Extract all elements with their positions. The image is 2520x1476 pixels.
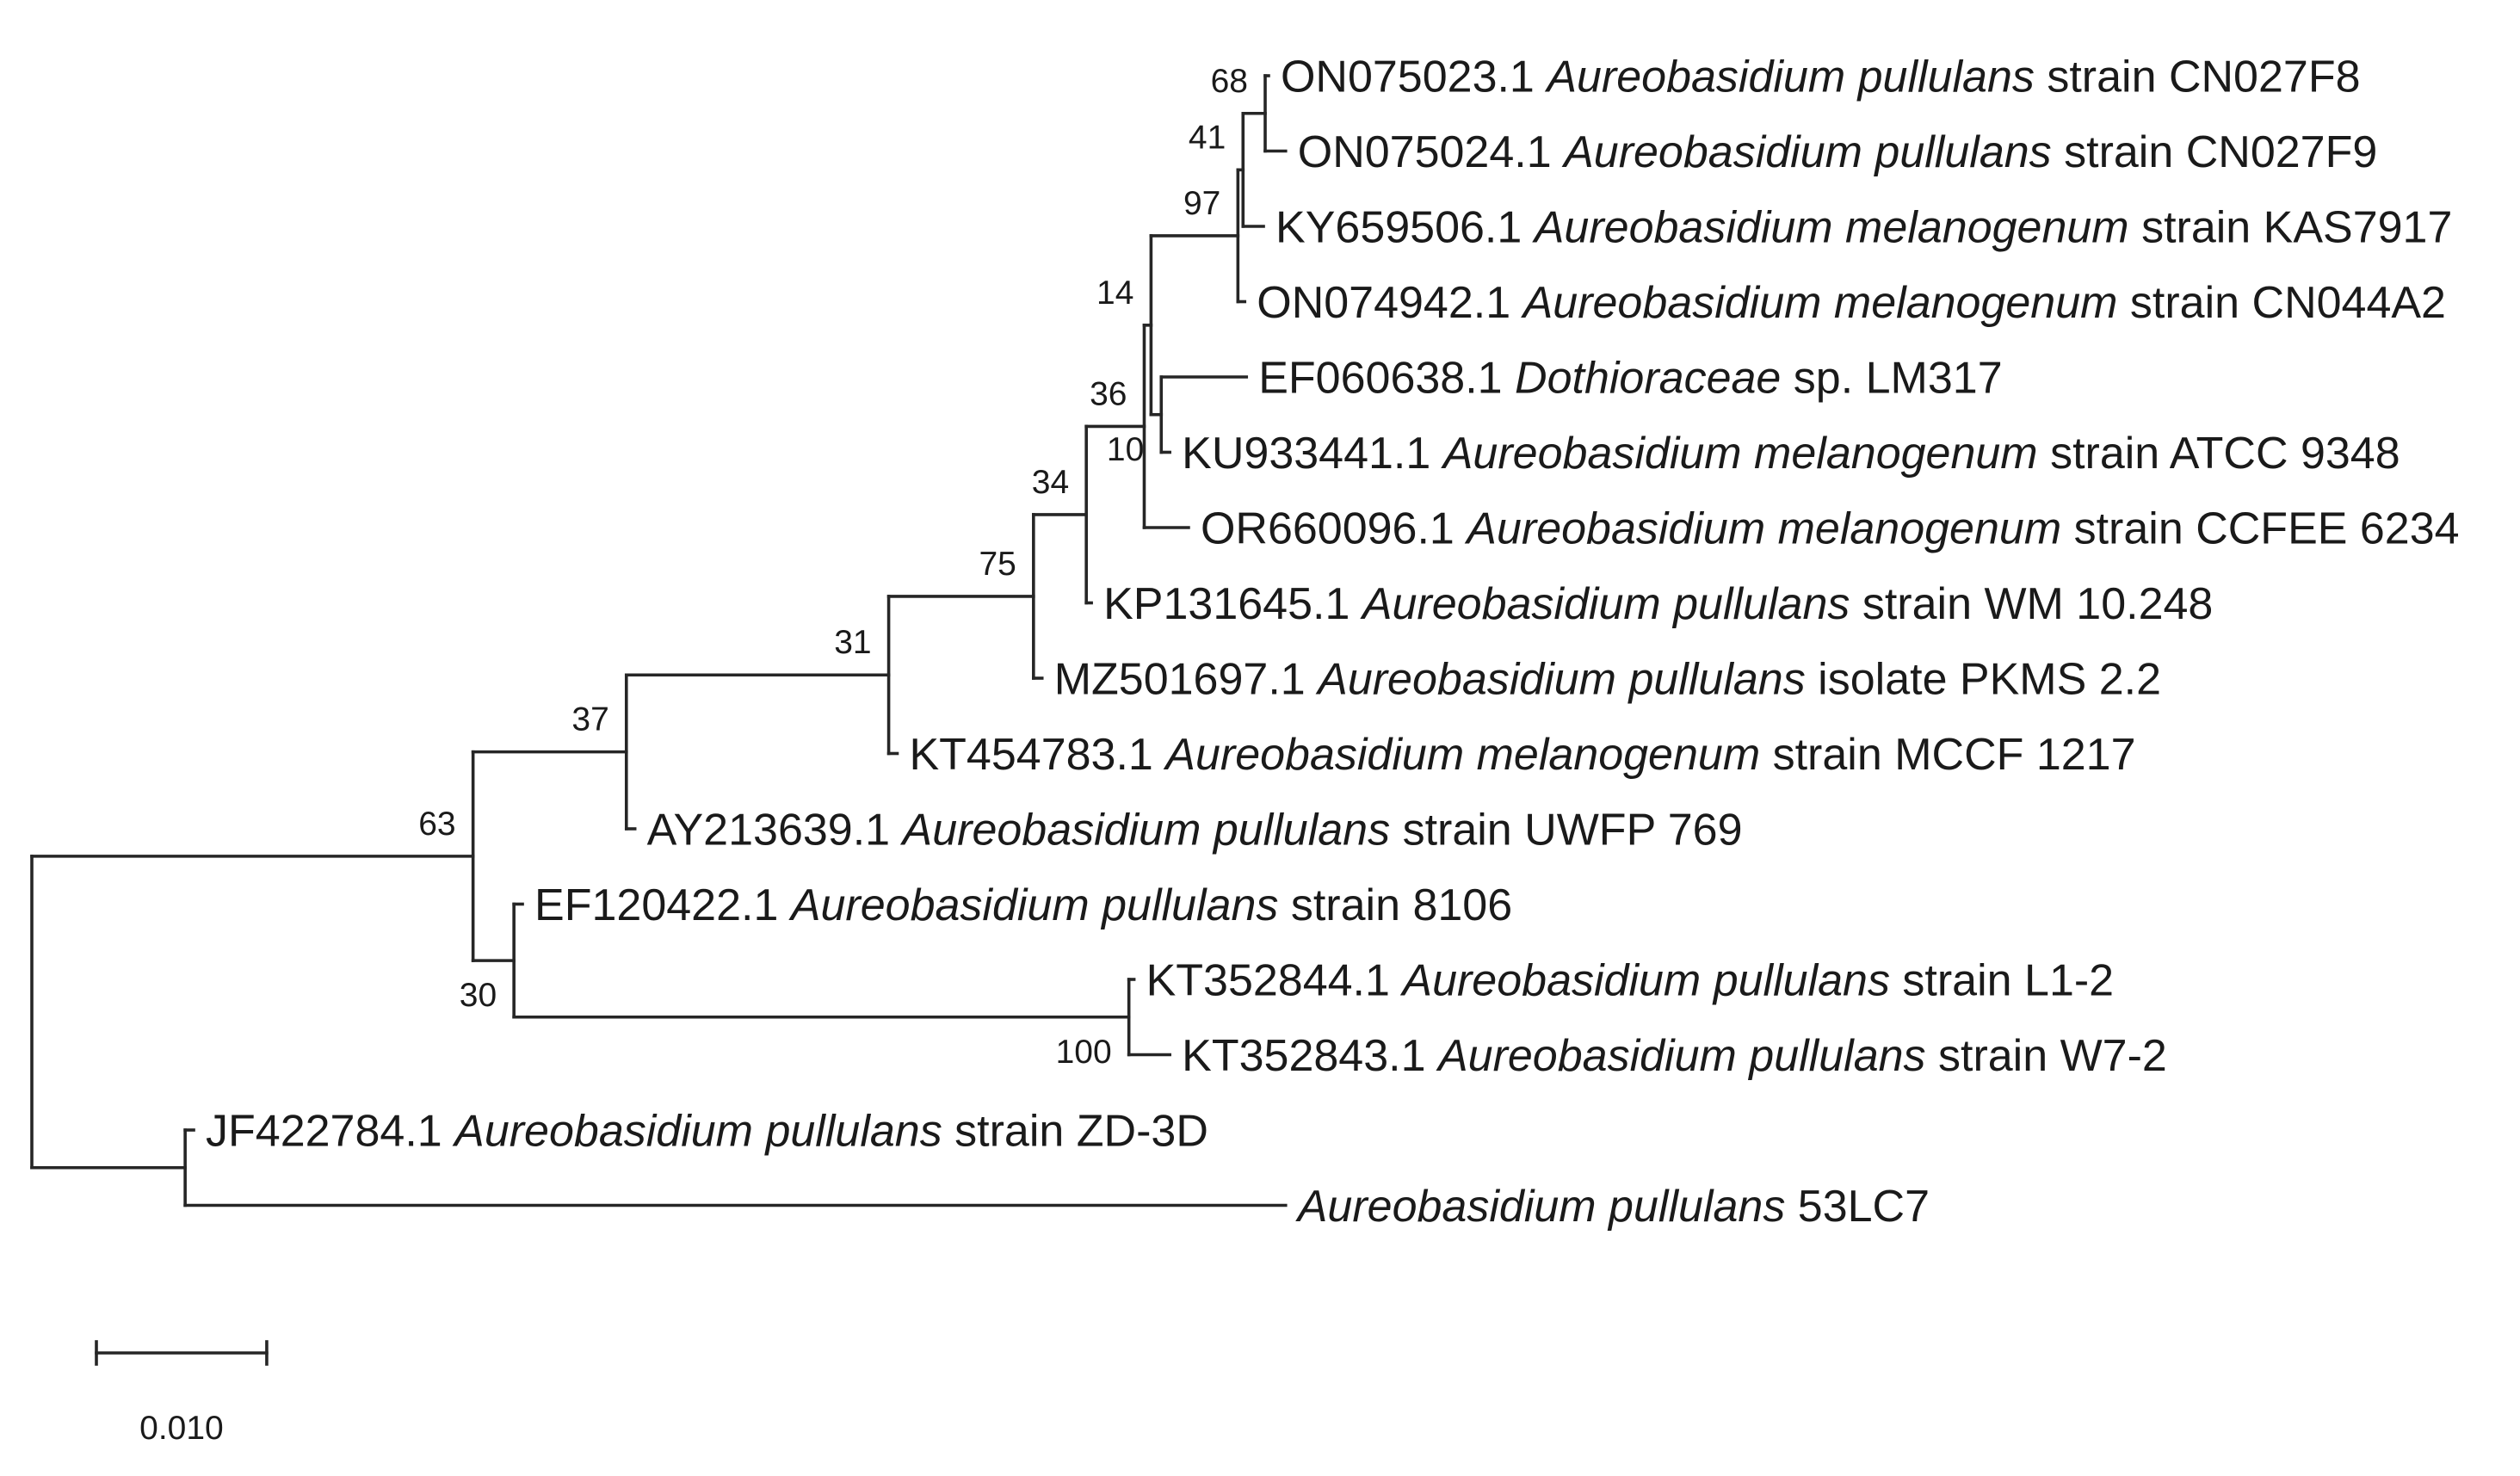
taxon-label: MZ501697.1 Aureobasidium pullulans isola… <box>1054 655 2161 705</box>
taxon-label: KP131645.1 Aureobasidium pullulans strai… <box>1103 579 2213 629</box>
strain-descriptor: strain 8106 <box>1291 880 1512 930</box>
accession-number: KT454783.1 <box>909 730 1152 780</box>
organism-name: Aureobasidium pullulans <box>1544 52 2035 102</box>
organism-name: Aureobasidium pullulans <box>1436 1031 1926 1081</box>
bootstrap-value: 37 <box>571 701 608 738</box>
accession-number: KT352844.1 <box>1146 956 1390 1006</box>
scale-bar-label: 0.010 <box>139 1410 224 1447</box>
organism-name: Aureobasidium pullulans <box>1315 655 1806 705</box>
scale-bar: 0.010 <box>95 1340 269 1447</box>
organism-name: Aureobasidium melanogenum <box>1532 203 2129 253</box>
organism-name: Aureobasidium melanogenum <box>1163 730 1760 780</box>
organism-name: Aureobasidium pullulans <box>1360 579 1850 629</box>
bootstrap-value: 36 <box>1090 375 1127 412</box>
bootstrap-values: 68 41 97 10 14 36 34 75 31 37 100 30 63 <box>418 63 1248 1071</box>
bootstrap-value: 97 <box>1183 185 1220 222</box>
strain-descriptor: strain ATCC 9348 <box>2050 429 2400 479</box>
bootstrap-value: 63 <box>418 806 455 843</box>
organism-name: Aureobasidium pullulans <box>1561 127 2052 177</box>
organism-name: Aureobasidium melanogenum <box>1441 429 2038 479</box>
taxon-label: ON075024.1 Aureobasidium pullulans strai… <box>1298 127 2378 177</box>
accession-number: ON074942.1 <box>1257 278 1510 328</box>
taxon-label: ON074942.1 Aureobasidium melanogenum str… <box>1257 278 2446 328</box>
accession-number: KP131645.1 <box>1103 579 1350 629</box>
accession-number: AY213639.1 <box>647 806 890 855</box>
taxon-label: Aureobasidium pullulans 53LC7 <box>1295 1182 1930 1232</box>
accession-number: KY659506.1 <box>1275 203 1522 253</box>
accession-number: EF060638.1 <box>1258 354 1502 404</box>
accession-number: EF120422.1 <box>534 880 778 930</box>
accession-number: OR660096.1 <box>1201 504 1455 554</box>
bootstrap-value: 30 <box>460 977 497 1014</box>
accession-number: MZ501697.1 <box>1054 655 1306 705</box>
taxon-label: OR660096.1 Aureobasidium melanogenum str… <box>1201 504 2460 554</box>
taxon-labels: ON075023.1 Aureobasidium pullulans strai… <box>206 52 2460 1232</box>
bootstrap-value: 14 <box>1096 275 1133 312</box>
strain-descriptor: strain UWFP 769 <box>1403 806 1743 855</box>
strain-descriptor: strain W7-2 <box>1938 1031 2167 1081</box>
taxon-label: KT352843.1 Aureobasidium pullulans strai… <box>1182 1031 2167 1081</box>
bootstrap-value: 10 <box>1107 431 1144 468</box>
strain-descriptor: strain CN044A2 <box>2130 278 2446 328</box>
taxon-label: EF060638.1 Dothioraceae sp. LM317 <box>1258 354 2002 404</box>
strain-descriptor: sp. LM317 <box>1794 354 2003 404</box>
accession-number: KT352843.1 <box>1182 1031 1425 1081</box>
organism-name: Dothioraceae <box>1515 354 1781 404</box>
strain-descriptor: 53LC7 <box>1798 1182 1930 1232</box>
organism-name: Aureobasidium melanogenum <box>1464 504 2061 554</box>
bootstrap-value: 75 <box>979 546 1016 583</box>
taxon-label: JF422784.1 Aureobasidium pullulans strai… <box>206 1107 1208 1157</box>
strain-descriptor: strain L1-2 <box>1902 956 2114 1006</box>
taxon-label: KT454783.1 Aureobasidium melanogenum str… <box>909 730 2135 780</box>
organism-name: Aureobasidium pullulans <box>1399 956 1890 1006</box>
tree-branches <box>30 74 1288 1207</box>
accession-number: ON075023.1 <box>1281 52 1535 102</box>
strain-descriptor: isolate PKMS 2.2 <box>1818 655 2161 705</box>
accession-number: KU933441.1 <box>1182 429 1430 479</box>
taxon-label: ON075023.1 Aureobasidium pullulans strai… <box>1281 52 2361 102</box>
strain-descriptor: strain WM 10.248 <box>1862 579 2214 629</box>
taxon-label: EF120422.1 Aureobasidium pullulans strai… <box>534 880 1512 930</box>
organism-name: Aureobasidium melanogenum <box>1521 278 2118 328</box>
accession-number: ON075024.1 <box>1298 127 1552 177</box>
bootstrap-value: 31 <box>834 624 871 661</box>
organism-name: Aureobasidium pullulans <box>1295 1182 1786 1232</box>
accession-number: JF422784.1 <box>206 1107 442 1157</box>
strain-descriptor: strain CN027F8 <box>2047 52 2360 102</box>
taxon-label: KU933441.1 Aureobasidium melanogenum str… <box>1182 429 2400 479</box>
organism-name: Aureobasidium pullulans <box>788 880 1279 930</box>
organism-name: Aureobasidium pullulans <box>900 806 1391 855</box>
strain-descriptor: strain CN027F9 <box>2064 127 2377 177</box>
bootstrap-value: 34 <box>1032 464 1069 501</box>
taxon-label: AY213639.1 Aureobasidium pullulans strai… <box>647 806 1743 855</box>
bootstrap-value: 100 <box>1056 1034 1112 1071</box>
taxon-label: KT352844.1 Aureobasidium pullulans strai… <box>1146 956 2115 1006</box>
strain-descriptor: strain ZD-3D <box>954 1107 1208 1157</box>
strain-descriptor: strain CCFEE 6234 <box>2074 504 2460 554</box>
organism-name: Aureobasidium pullulans <box>452 1107 942 1157</box>
strain-descriptor: strain MCCF 1217 <box>1773 730 2136 780</box>
strain-descriptor: strain KAS7917 <box>2141 203 2452 253</box>
bootstrap-value: 68 <box>1211 63 1248 100</box>
taxon-label: KY659506.1 Aureobasidium melanogenum str… <box>1275 203 2452 253</box>
bootstrap-value: 41 <box>1189 119 1226 156</box>
